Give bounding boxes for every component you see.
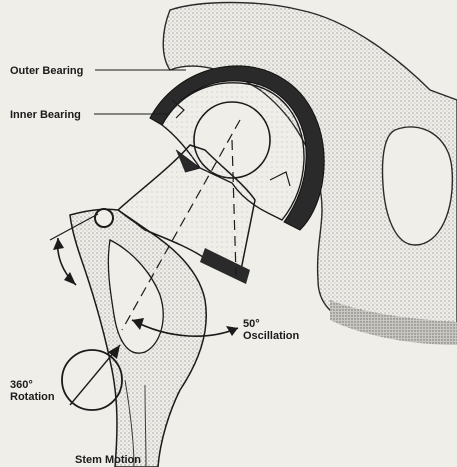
rotation-degrees: 360° [10,379,55,391]
outer-bearing-label: Outer Bearing [10,65,83,77]
obturator-foramen [383,127,453,245]
rotation-label: 360° Rotation [10,379,55,403]
trochanter-hole [95,209,113,227]
oscillation-text: Oscillation [243,330,299,342]
rotation-text: Rotation [10,391,55,403]
oscillation-label: 50° Oscillation [243,318,299,342]
inner-bearing-label: Inner Bearing [10,109,81,121]
oscillation-degrees: 50° [243,318,299,330]
stem-motion-label: Stem Motion [75,454,141,466]
